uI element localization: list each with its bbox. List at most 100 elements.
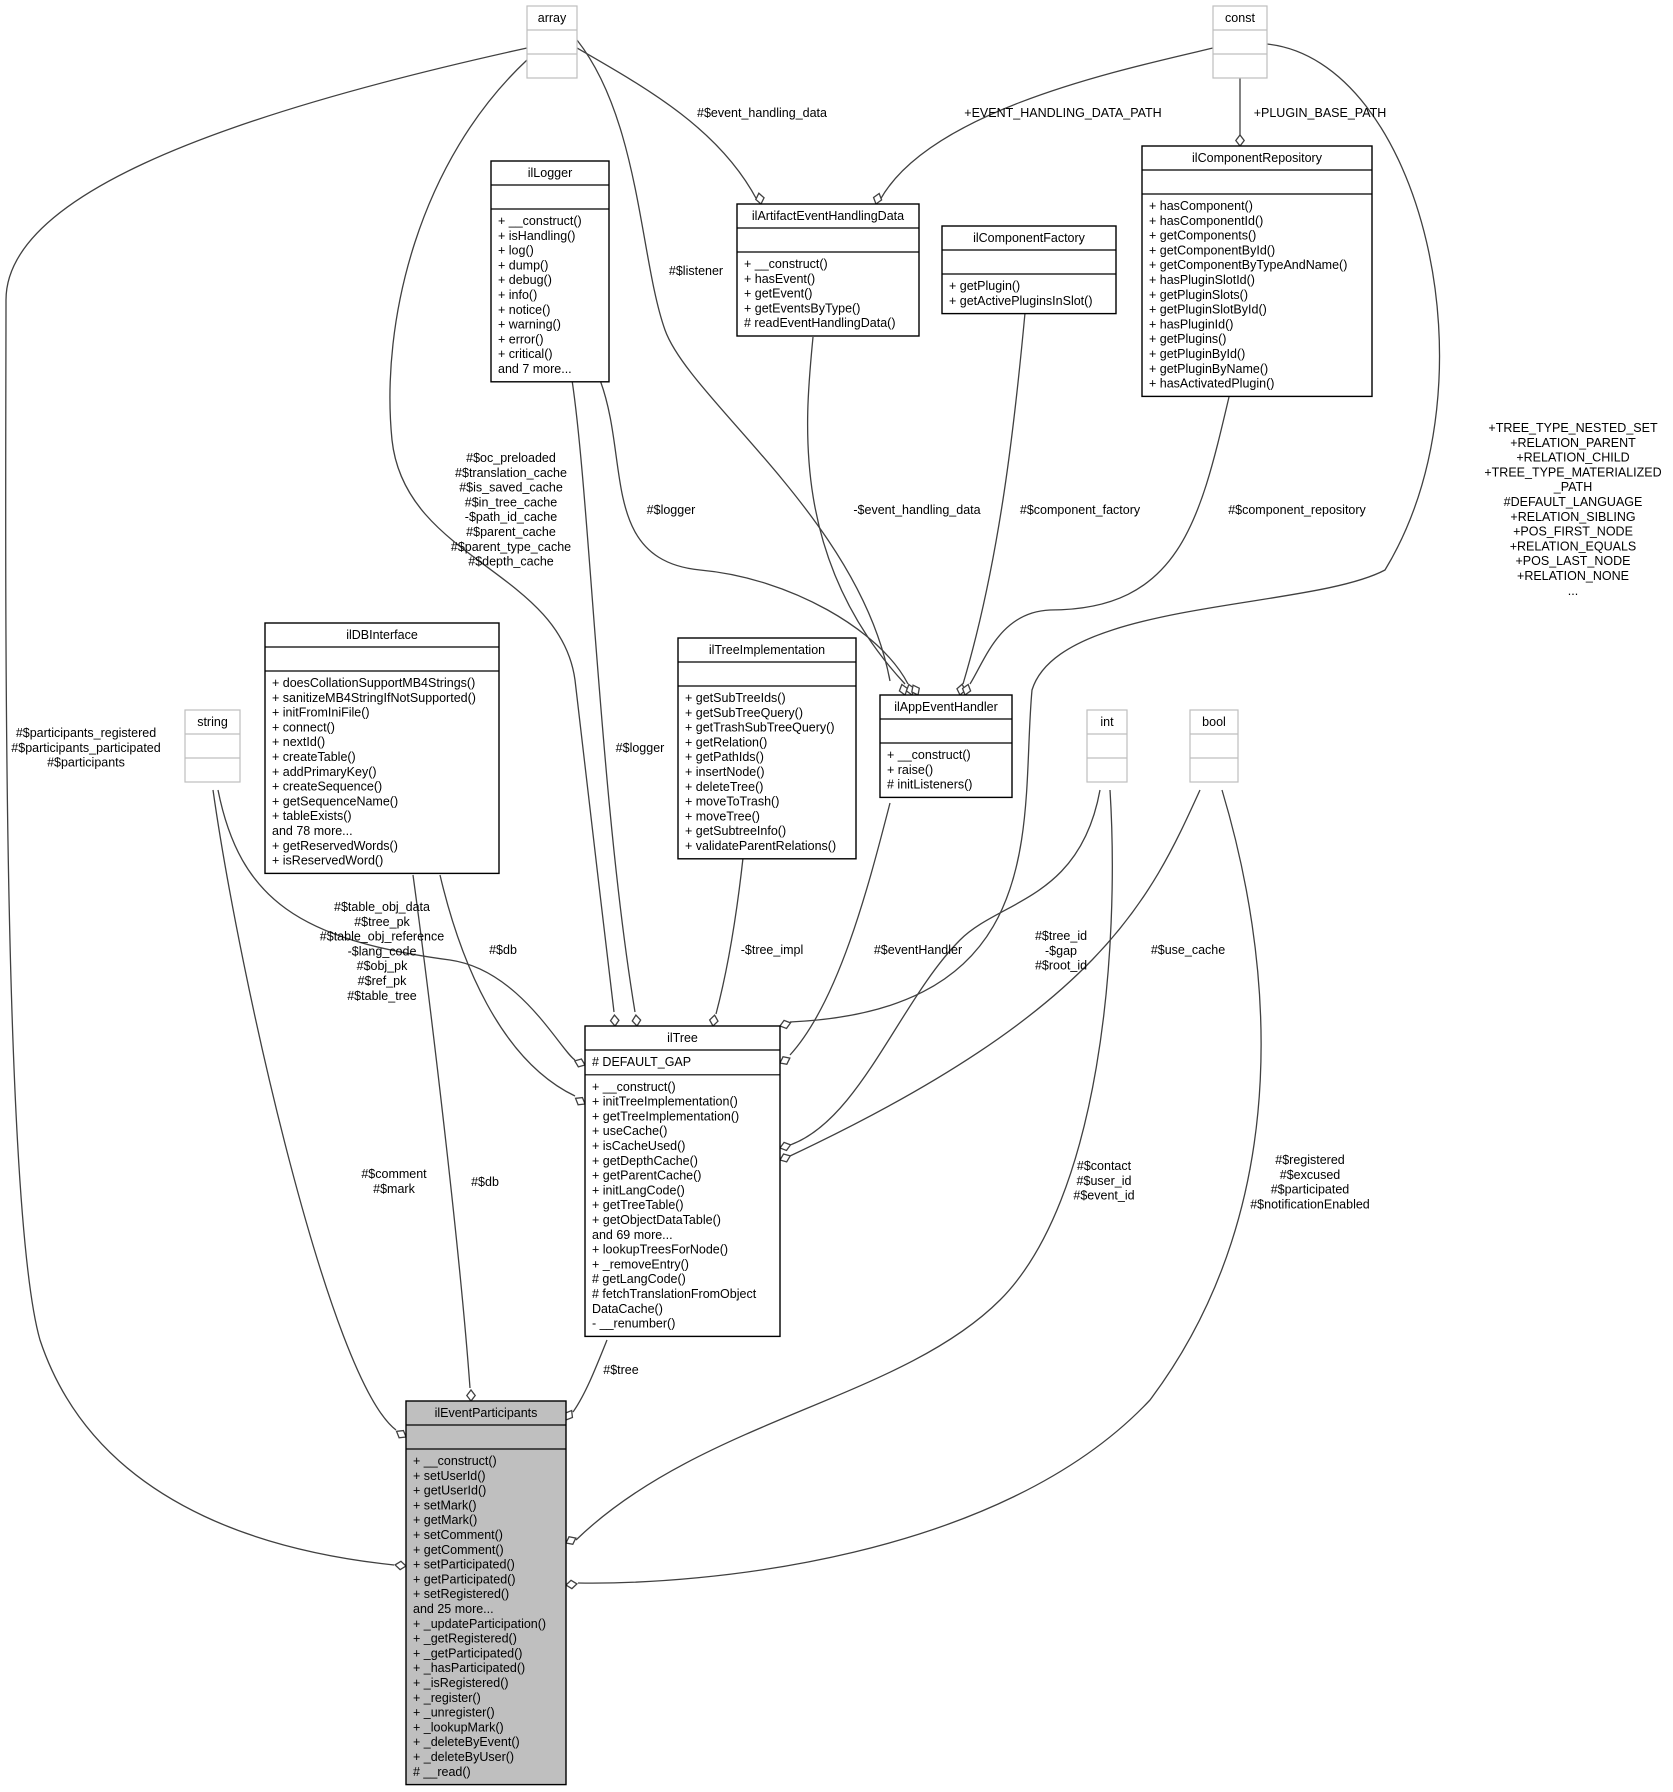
edge-label-line: #$eventHandler (874, 943, 962, 957)
class-il-logger: ilLogger+ __construct()+ isHandling()+ l… (490, 160, 610, 383)
class-method: + doesCollationSupportMB4Strings() (272, 676, 475, 690)
edge-label-line: #$excused (1280, 1168, 1341, 1182)
edge-line (789, 789, 1101, 1146)
class-method: + _deleteByEvent() (413, 1735, 520, 1749)
edge-label-line: #$oc_preloaded (466, 451, 556, 465)
edge-label-listener: #$listener (669, 264, 723, 278)
edge-label-line: #$participants (47, 756, 125, 770)
edge-label-line: #$ref_pk (358, 974, 407, 988)
aggregation-diamond-icon (708, 1014, 719, 1028)
class-method: + insertNode() (685, 765, 765, 779)
edge-const-artifact (872, 47, 1214, 206)
class-method: + error() (498, 332, 544, 346)
class-method: + setComment() (413, 1528, 503, 1542)
edge-label-line: #$tree (603, 1363, 638, 1377)
edge-labels: #$event_handling_data+EVENT_HANDLING_DAT… (11, 106, 1661, 1377)
class-method: + validateParentRelations() (685, 839, 836, 853)
class-bool: bool (1189, 709, 1239, 783)
il-tree-box (584, 1025, 781, 1338)
edge-line (212, 789, 397, 1431)
aggregation-diamond-icon (911, 684, 921, 696)
edge-line (389, 59, 615, 1013)
class-method: + getRelation() (685, 735, 767, 749)
const-title: const (1225, 11, 1255, 25)
int-box (1086, 709, 1128, 783)
edge-label-line: _PATH (1553, 480, 1592, 494)
edge-label-component-repository: #$component_repository (1228, 503, 1366, 517)
class-method: + isHandling() (498, 229, 575, 243)
class-il-artifact-event-handling-data: ilArtifactEventHandlingData+ __construct… (736, 203, 920, 337)
edge-line (576, 39, 891, 682)
edge-label-logger-appevent: #$logger (647, 503, 696, 517)
class-method: + initTreeImplementation() (592, 1095, 738, 1109)
class-il-app-event-handler: ilAppEventHandler+ __construct()+ raise(… (879, 694, 1013, 799)
edge-artifact-appevent (806, 336, 921, 696)
edge-label-line: #$logger (647, 503, 696, 517)
edge-label-line: +RELATION_PARENT (1510, 436, 1636, 450)
edge-line (577, 789, 1262, 1584)
class-method: # fetchTranslationFromObject (592, 1287, 757, 1301)
class-method: + _getParticipated() (413, 1646, 522, 1660)
edge-label-line: #$tree_pk (354, 915, 410, 929)
edge-label-tree-ints: #$tree_id-$gap#$root_id (1035, 929, 1087, 973)
edge-label-participants-arrays: #$participants_registered#$participants_… (11, 726, 160, 770)
class-method: + hasEvent() (744, 272, 815, 286)
class-method: + __construct() (413, 1454, 497, 1468)
edge-label-line: +POS_FIRST_NODE (1513, 525, 1633, 539)
class-method: + _unregister() (413, 1706, 495, 1720)
edge-line (599, 379, 909, 685)
edge-array-appevent (576, 39, 909, 697)
edge-label-tree-participants: #$tree (603, 1363, 638, 1377)
class-method: + setMark() (413, 1498, 477, 1512)
class-method: + __construct() (887, 748, 971, 762)
il-artifact-event-handling-data-title: ilArtifactEventHandlingData (752, 209, 904, 223)
aggregation-diamond-icon (609, 1013, 620, 1028)
class-method: + getSequenceName() (272, 794, 398, 808)
class-method: + _deleteByUser() (413, 1750, 514, 1764)
aggregation-diamond-icon (1234, 133, 1246, 148)
edge-label-db-participants: #$db (471, 1175, 499, 1189)
class-method: + getPathIds() (685, 750, 764, 764)
edge-db-tree (439, 874, 586, 1106)
class-method: + getDepthCache() (592, 1154, 698, 1168)
edge-label-line: #$db (489, 943, 517, 957)
class-il-event-participants: ilEventParticipants+ __construct()+ setU… (405, 1400, 567, 1786)
aggregation-diamond-icon (631, 1013, 642, 1028)
class-method: DataCache() (592, 1302, 663, 1316)
edge-label-event-handler: #$eventHandler (874, 943, 962, 957)
class-method: + setParticipated() (413, 1558, 515, 1572)
class-method: + _hasParticipated() (413, 1661, 525, 1675)
edge-label-line: +TREE_TYPE_NESTED_SET (1488, 421, 1658, 435)
edge-label-event-handling-data-path: +EVENT_HANDLING_DATA_PATH (964, 106, 1161, 120)
edge-line (217, 789, 576, 1061)
il-dbinterface-box (264, 622, 500, 875)
il-logger-box (490, 160, 610, 383)
edge-int-participants (565, 789, 1113, 1546)
edge-label-line: #$in_tree_cache (465, 495, 557, 509)
class-method: + hasComponent() (1149, 199, 1253, 213)
edge-label-line: -$tree_impl (741, 943, 804, 957)
edge-label-line: #$comment (361, 1167, 427, 1181)
aggregation-diamond-icon (779, 1056, 791, 1066)
edge-bool-participants (564, 789, 1262, 1590)
edge-label-line: #$participated (1271, 1183, 1350, 1197)
il-component-factory-title: ilComponentFactory (973, 231, 1086, 245)
edge-line (879, 47, 1214, 201)
class-method: and 78 more... (272, 824, 353, 838)
class-method: + _lookupMark() (413, 1720, 504, 1734)
class-method: + moveTree() (685, 809, 760, 823)
class-il-dbinterface: ilDBInterface+ doesCollationSupportMB4St… (264, 622, 500, 875)
const-box (1212, 5, 1268, 79)
edge-line (715, 857, 744, 1015)
edge-label-db-tree: #$db (489, 943, 517, 957)
aggregation-diamond-icon (393, 1560, 408, 1571)
class-attribute: # DEFAULT_GAP (592, 1055, 691, 1069)
edge-label-line: +RELATION_CHILD (1516, 451, 1629, 465)
edge-label-line: #$event_id (1073, 1189, 1134, 1203)
edge-label-line: +EVENT_HANDLING_DATA_PATH (964, 106, 1161, 120)
edge-line (806, 336, 906, 685)
class-method: + getComponentById() (1149, 243, 1275, 257)
class-method: + tableExists() (272, 809, 352, 823)
class-method: + hasPluginSlotId() (1149, 273, 1255, 287)
edge-repository-appevent (961, 396, 1230, 697)
